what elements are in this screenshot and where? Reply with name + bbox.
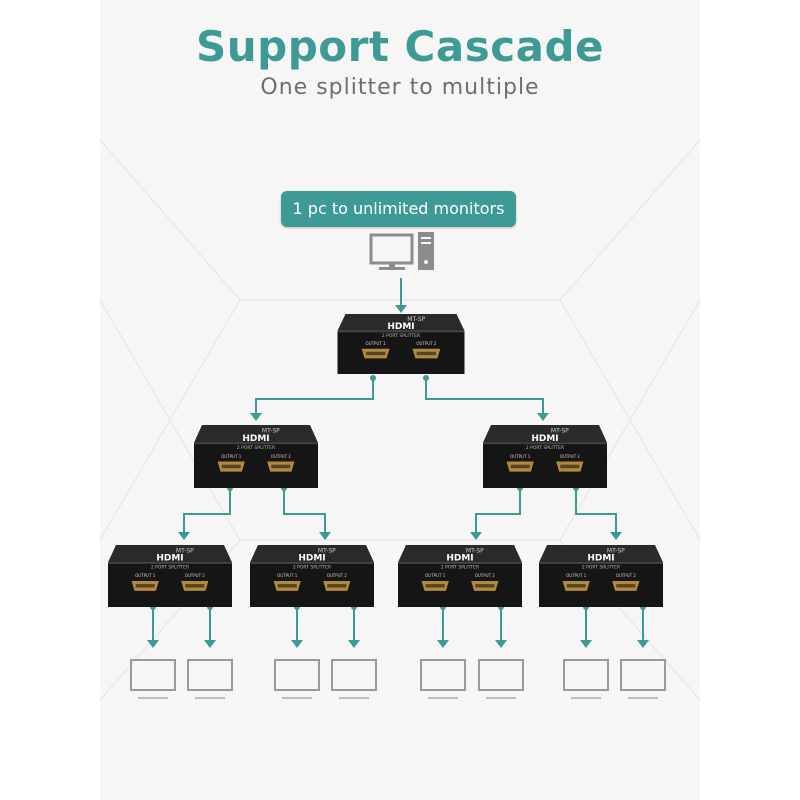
port-label: OUTPUT 2	[327, 573, 348, 578]
page-title: Support Cascade	[196, 22, 604, 71]
cascade-badge: 1 pc to unlimited monitors	[281, 191, 516, 227]
model-label: MT-SP	[262, 428, 280, 435]
port-label: OUTPUT 1	[366, 341, 387, 346]
connector-line	[283, 488, 326, 532]
model-label: MT-SP	[607, 547, 625, 554]
hdmi-port	[421, 580, 449, 591]
brand-label: HDMI	[242, 434, 269, 444]
hdmi-port	[361, 348, 390, 359]
hdmi-port	[217, 461, 245, 472]
monitor-icon	[620, 659, 666, 699]
port-label: OUTPUT 2	[560, 454, 581, 459]
model-label: MT-SP	[466, 547, 484, 554]
arrow-icon	[637, 640, 649, 648]
model-label: MT-SP	[176, 547, 194, 554]
hdmi-port	[273, 580, 301, 591]
arrow-icon	[437, 640, 449, 648]
brand-label: HDMI	[156, 554, 183, 564]
computer-icon	[369, 232, 434, 270]
hdmi-port	[506, 461, 534, 472]
arrow-icon	[319, 532, 331, 540]
monitor-icon	[478, 659, 524, 699]
connector-line	[183, 488, 231, 532]
port-label: OUTPUT 2	[271, 454, 292, 459]
arrow-icon	[147, 640, 159, 648]
monitor-icon	[274, 659, 320, 699]
arrow-icon	[204, 640, 216, 648]
monitor-icon	[563, 659, 609, 699]
connector-line	[575, 488, 617, 532]
port-label: OUTPUT 1	[135, 573, 156, 578]
port-label: OUTPUT 1	[566, 573, 587, 578]
type-label: 2 PORT SPLITTER	[582, 565, 620, 571]
type-label: 2 PORT SPLITTER	[382, 333, 420, 339]
hdmi-port	[412, 348, 441, 359]
brand-label: HDMI	[587, 554, 614, 564]
connector-line	[475, 488, 521, 532]
hdmi-port	[471, 580, 499, 591]
arrow-icon	[178, 532, 190, 540]
monitor-icon	[331, 659, 377, 699]
model-label: MT-SP	[318, 547, 336, 554]
type-label: 2 PORT SPLITTER	[237, 445, 275, 451]
monitor-icon	[130, 659, 176, 699]
monitor-icon	[420, 659, 466, 699]
hdmi-port	[323, 580, 351, 591]
arrow-icon	[250, 413, 262, 421]
type-label: 2 PORT SPLITTER	[441, 565, 479, 571]
hdmi-port	[267, 461, 295, 472]
arrow-icon	[580, 640, 592, 648]
arrow-icon	[610, 532, 622, 540]
page-subtitle: One splitter to multiple	[260, 75, 540, 100]
arrow-icon	[537, 413, 549, 421]
model-label: MT-SP	[551, 428, 569, 435]
port-label: OUTPUT 1	[277, 573, 298, 578]
hdmi-port	[181, 580, 209, 591]
arrow-icon	[470, 532, 482, 540]
hdmi-port	[562, 580, 590, 591]
arrow-icon	[291, 640, 303, 648]
connector-line	[255, 378, 374, 413]
monitor-icon	[187, 659, 233, 699]
background-line	[629, 299, 701, 541]
port-label: OUTPUT 1	[510, 454, 531, 459]
port-label: OUTPUT 2	[616, 573, 637, 578]
hdmi-port	[556, 461, 584, 472]
hdmi-port	[131, 580, 159, 591]
type-label: 2 PORT SPLITTER	[526, 445, 564, 451]
port-label: OUTPUT 1	[221, 454, 242, 459]
connector-line	[425, 378, 544, 413]
model-label: MT-SP	[407, 316, 425, 323]
arrow-icon	[395, 305, 407, 313]
background-line	[99, 299, 171, 541]
port-label: OUTPUT 1	[425, 573, 446, 578]
hdmi-port	[612, 580, 640, 591]
type-label: 2 PORT SPLITTER	[293, 565, 331, 571]
brand-label: HDMI	[446, 554, 473, 564]
brand-label: HDMI	[531, 434, 558, 444]
brand-label: HDMI	[298, 554, 325, 564]
port-label: OUTPUT 2	[416, 341, 437, 346]
brand-label: HDMI	[387, 322, 414, 332]
arrow-icon	[348, 640, 360, 648]
port-label: OUTPUT 2	[475, 573, 496, 578]
type-label: 2 PORT SPLITTER	[151, 565, 189, 571]
port-label: OUTPUT 2	[185, 573, 206, 578]
background-panel	[100, 0, 700, 800]
arrow-icon	[495, 640, 507, 648]
